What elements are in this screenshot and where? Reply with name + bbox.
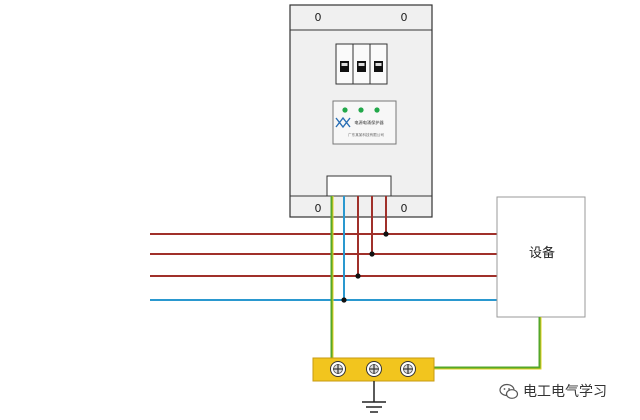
busbar-screw-icon xyxy=(366,361,382,377)
busbar-screw-icon xyxy=(330,361,346,377)
busbar-screw-icon xyxy=(400,361,416,377)
indicator-light-2 xyxy=(358,107,364,113)
junction-dot xyxy=(355,273,361,279)
corner-mark-top-left: 0 xyxy=(315,11,322,24)
junction-dot xyxy=(369,251,375,257)
nameplate-company: 广东某某科技有限公司 xyxy=(348,132,384,137)
earth-busbar xyxy=(312,357,435,382)
spd-earth-lead xyxy=(330,196,334,360)
spd-nameplate: 电源电涌保护器 广东某某科技有限公司 xyxy=(332,100,397,145)
corner-mark-top-right: 0 xyxy=(401,11,408,24)
junction-dot xyxy=(383,231,389,237)
corner-mark-bottom-right: 0 xyxy=(401,202,408,215)
ground-icon xyxy=(362,381,386,413)
breaker-toggle-2 xyxy=(357,61,366,72)
power-lines xyxy=(150,233,498,301)
corner-mark-bottom-left: 0 xyxy=(315,202,322,215)
equipment-label: 设备 xyxy=(529,245,555,261)
spd-terminal-block xyxy=(326,175,392,197)
spd-connection-leads xyxy=(341,196,389,303)
spd-breaker-modules xyxy=(335,43,388,85)
breaker-toggle-3 xyxy=(374,61,383,72)
indicator-light-3 xyxy=(374,107,380,113)
nameplate-title: 电源电涌保护器 xyxy=(354,119,384,126)
junction-dot xyxy=(341,297,347,303)
brand-logo-icon xyxy=(335,116,351,129)
indicator-light-1 xyxy=(342,107,348,113)
breaker-toggle-1 xyxy=(340,61,349,72)
watermark-text: 电工电气学习 xyxy=(523,384,607,400)
equipment-box: 设备 xyxy=(496,196,586,318)
wechat-icon xyxy=(499,383,519,399)
watermark: 电工电气学习 xyxy=(499,383,607,400)
equipment-earth-lead xyxy=(434,317,542,370)
